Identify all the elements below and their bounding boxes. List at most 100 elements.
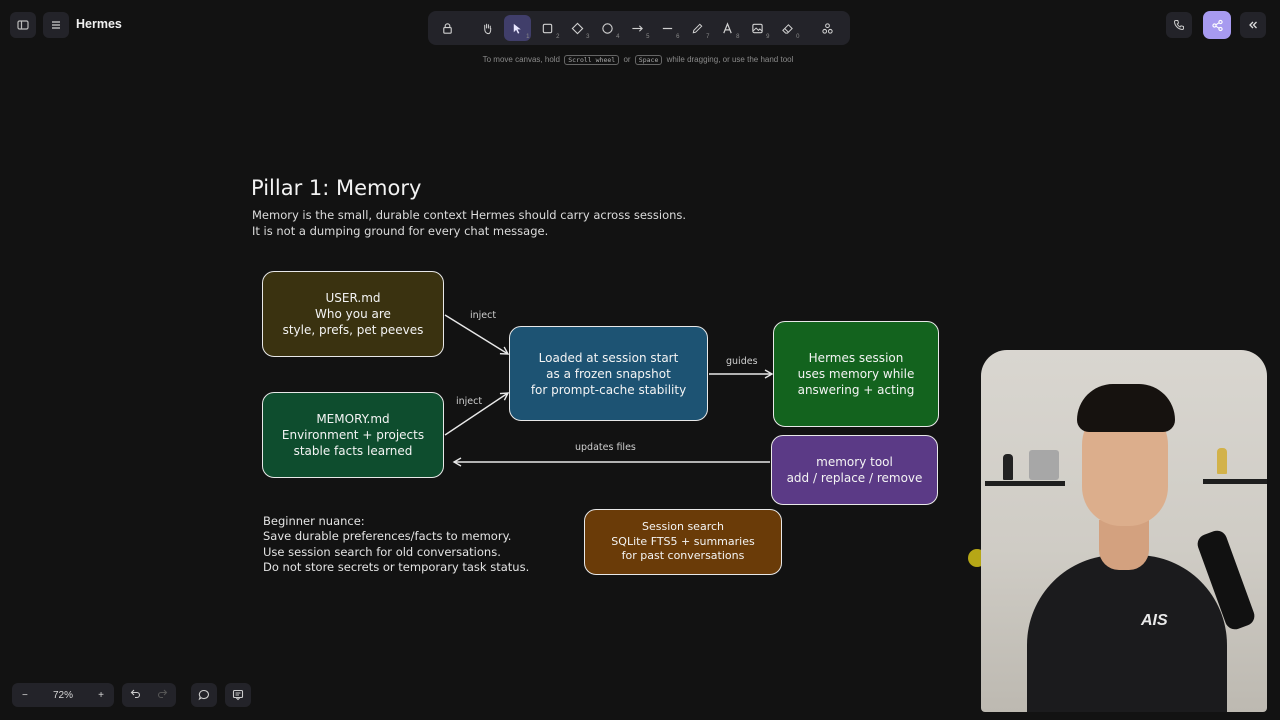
node-line: SQLite FTS5 + summaries: [611, 534, 755, 548]
undo-icon: [130, 689, 141, 699]
trophy-icon: [1003, 454, 1013, 480]
hint-text: while dragging, or use the hand tool: [666, 55, 794, 64]
tool-arrow[interactable]: 5: [624, 15, 651, 41]
share-icon: [1211, 19, 1223, 31]
tool-draw[interactable]: 7: [684, 15, 711, 41]
comments-button[interactable]: [191, 683, 217, 707]
edge-label-guides[interactable]: guides: [726, 356, 758, 367]
tool-palette: 1 2 3 4 5 6 7 8 9 0: [428, 11, 850, 45]
person-neck: [1099, 520, 1149, 570]
collapse-panel-button[interactable]: [1240, 12, 1266, 38]
note-line: Do not store secrets or temporary task s…: [263, 559, 530, 574]
lock-icon: [443, 22, 452, 34]
hamburger-icon: [52, 21, 60, 29]
trophy-icon: [1217, 448, 1227, 474]
diagram-subtitle[interactable]: Memory is the small, durable context Her…: [252, 207, 686, 239]
sidebar-toggle-button[interactable]: [10, 12, 36, 38]
note-line: Use session search for old conversations…: [263, 544, 501, 559]
shortcut-key: 9: [766, 34, 770, 40]
node-memory-md[interactable]: MEMORY.md Environment + projects stable …: [262, 392, 444, 478]
node-user-md[interactable]: USER.md Who you are style, prefs, pet pe…: [262, 271, 444, 357]
undo-button[interactable]: [130, 688, 141, 702]
menu-button[interactable]: [43, 12, 69, 38]
shirt-logo: AIS: [1141, 612, 1168, 629]
history-controls: [122, 683, 176, 707]
node-line: memory tool: [816, 455, 893, 469]
text-icon: [723, 21, 732, 33]
shelf: [1203, 479, 1267, 484]
eraser-icon: [782, 23, 794, 34]
node-line: as a frozen snapshot: [546, 366, 671, 381]
node-hermes-session[interactable]: Hermes session uses memory while answeri…: [773, 321, 939, 427]
notes-button[interactable]: [225, 683, 251, 707]
arrow-user-to-loaded[interactable]: [444, 314, 510, 355]
tool-image[interactable]: 9: [744, 15, 771, 41]
phone-icon: [1173, 20, 1184, 31]
edge-label-inject[interactable]: inject: [470, 310, 497, 321]
webcam-overlay: AIS: [981, 350, 1267, 712]
line-icon: [663, 27, 673, 29]
hint-text: To move canvas, hold: [482, 55, 560, 64]
redo-icon: [157, 689, 168, 699]
tool-hand[interactable]: [474, 15, 501, 41]
node-loaded-snapshot[interactable]: Loaded at session start as a frozen snap…: [509, 326, 708, 421]
tool-ellipse[interactable]: 4: [594, 15, 621, 41]
diagram-title[interactable]: Pillar 1: Memory: [251, 176, 422, 200]
tool-diamond[interactable]: 3: [564, 15, 591, 41]
pencil-icon: [692, 23, 703, 33]
zoom-out-button[interactable]: −: [22, 689, 28, 701]
diamond-icon: [571, 22, 584, 34]
node-memory-tool[interactable]: memory tool add / replace / remove: [771, 435, 938, 505]
node-line: add / replace / remove: [786, 471, 923, 485]
ellipse-icon: [602, 22, 613, 34]
hand-icon: [484, 23, 492, 34]
zoom-in-button[interactable]: +: [98, 689, 104, 701]
zoom-controls: − 72% +: [12, 683, 114, 707]
shapes-icon: [822, 22, 833, 34]
redo-button[interactable]: [157, 688, 168, 702]
plaque: [1029, 450, 1059, 480]
app-title: Hermes: [76, 17, 122, 31]
shortcut-key: 6: [676, 34, 680, 40]
node-line: uses memory while: [797, 367, 915, 381]
node-line: Who you are: [315, 307, 391, 321]
hint-key: Space: [634, 55, 663, 65]
node-line: MEMORY.md: [316, 412, 390, 426]
node-line: answering + acting: [797, 383, 915, 397]
hint-key: Scroll wheel: [564, 55, 620, 65]
node-line: Loaded at session start: [538, 350, 679, 365]
tool-text[interactable]: 8: [714, 15, 741, 41]
canvas-hint: To move canvas, hold Scroll wheel or Spa…: [0, 55, 1276, 65]
edge-label-updates[interactable]: updates files: [575, 442, 636, 453]
edge-label-inject[interactable]: inject: [456, 396, 483, 407]
share-button[interactable]: [1203, 11, 1231, 39]
tool-line[interactable]: 6: [654, 15, 681, 41]
shortcut-key: 5: [646, 34, 650, 40]
arrow-memory-to-loaded[interactable]: [444, 392, 510, 436]
node-line: Hermes session: [808, 351, 904, 365]
shortcut-key: 2: [556, 34, 560, 40]
tool-eraser[interactable]: 0: [774, 15, 801, 41]
sidebar-icon: [17, 20, 29, 30]
note-line: Beginner nuance:: [263, 514, 365, 528]
shortcut-key: 7: [706, 34, 710, 40]
node-session-search[interactable]: Session search SQLite FTS5 + summaries f…: [584, 509, 782, 575]
tool-selection[interactable]: 1: [504, 15, 532, 41]
node-line: Session search: [641, 520, 724, 534]
zoom-level[interactable]: 72%: [52, 689, 73, 701]
shortcut-key: 3: [586, 34, 590, 40]
shortcut-key: 4: [616, 34, 620, 40]
node-line: style, prefs, pet peeves: [282, 323, 424, 337]
tool-rectangle[interactable]: 2: [534, 15, 561, 41]
call-button[interactable]: [1166, 12, 1192, 38]
tool-more[interactable]: [814, 15, 841, 41]
note-line: Save durable preferences/facts to memory…: [263, 529, 512, 544]
node-line: stable facts learned: [293, 444, 413, 458]
shelf: [985, 481, 1065, 486]
beginner-nuance-note[interactable]: Beginner nuance: Save durable preference…: [263, 514, 529, 575]
message-square-icon: [232, 689, 244, 701]
tool-lock[interactable]: [434, 15, 461, 41]
chat-bubble-icon: [198, 689, 209, 701]
arrow-icon: [632, 24, 644, 32]
subtitle-line: Memory is the small, durable context Her…: [252, 208, 687, 222]
